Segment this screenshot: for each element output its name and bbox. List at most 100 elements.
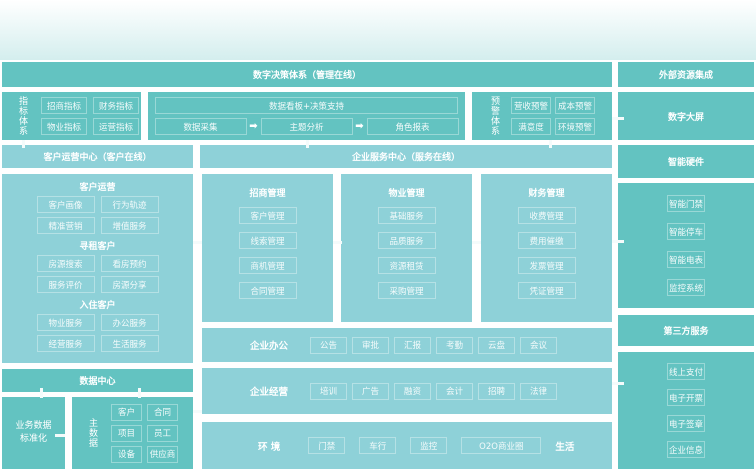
module-chip-list: 基础服务品质服务资源租赁采购管理 (377, 207, 436, 299)
enterprise-center-title: 企业服务中心（服务在线） (351, 153, 460, 163)
office-title: 企业办公 (250, 341, 289, 352)
arrow-up-icon (40, 388, 43, 398)
operation-chip: 培训 (310, 382, 348, 400)
environment-suffix: 生活 (555, 441, 575, 453)
module-finance: 财务管理 收费管理费用催缴发票管理凭证管理 (481, 174, 612, 322)
environment-chip: 车行 (359, 437, 397, 454)
module-chip: 商机管理 (238, 257, 297, 274)
master-data-label: 主数据 (87, 418, 97, 448)
master-data-box: 主数据 客户合同项目员工设备供应商 (72, 397, 193, 469)
operation-chip: 会计 (436, 382, 474, 400)
data-standardization-box: 业务数据标准化 (2, 397, 65, 469)
customer-chip-list: 物业服务办公服务经营服务生活服务 (36, 314, 159, 352)
indicator-chip: 财务指标 (93, 97, 139, 114)
decision-title: 数字决策体系（管理在线） (252, 71, 361, 81)
operation-chip: 广告 (352, 382, 390, 400)
third-party-chip: 线上支付 (667, 363, 705, 380)
module-chip: 基础服务 (377, 207, 436, 224)
module-chip: 采购管理 (377, 282, 436, 299)
module-chip: 客户管理 (238, 207, 297, 224)
hardware-chip: 智能电表 (667, 251, 705, 268)
module-investment: 招商管理 客户管理线索管理商机管理合同管理 (202, 174, 333, 322)
master-data-chip: 设备 (111, 445, 142, 463)
master-data-chip: 员工 (147, 424, 178, 442)
module-chip: 费用催缴 (517, 232, 576, 249)
customer-operations-box: 客户运营 客户画像行为轨迹精准营销增值服务 寻租客户 房源搜索看房预约服务评价房… (2, 174, 193, 363)
group-title: 寻租客户 (79, 242, 116, 252)
module-title: 财务管理 (528, 189, 565, 199)
arrow-up-icon (306, 140, 309, 148)
customer-chip: 房源搜索 (36, 255, 95, 272)
third-party-title: 第三方服务 (663, 327, 709, 337)
office-box: 企业办公 公告审批汇报考勤云盘会议 (202, 328, 612, 362)
operation-chip: 法律 (520, 382, 558, 400)
third-party-header: 第三方服务 (618, 315, 754, 346)
office-chip: 审批 (352, 336, 390, 354)
arrow-right-icon (472, 241, 481, 244)
third-party-chip-list: 线上支付电子开票电子签章企业信息 (667, 363, 705, 458)
external-title: 外部资源集成 (658, 71, 713, 81)
office-chip: 公告 (310, 336, 348, 354)
module-chip: 品质服务 (377, 232, 436, 249)
third-party-chip: 电子签章 (667, 415, 705, 432)
group-title: 入住客户 (79, 301, 116, 311)
warning-chip: 满意度 (511, 118, 551, 135)
master-data-chip: 客户 (111, 403, 142, 421)
header-gradient (0, 0, 756, 60)
third-party-chip: 企业信息 (667, 441, 705, 458)
customer-chip: 行为轨迹 (100, 196, 159, 213)
warning-label: 预警体系 (489, 96, 499, 136)
arrow-up-icon (22, 140, 25, 148)
module-chip-list: 客户管理线索管理商机管理合同管理 (238, 207, 297, 299)
operation-chip: 招聘 (478, 382, 516, 400)
indicator-chip: 招商指标 (41, 97, 87, 114)
customer-chip: 增值服务 (100, 217, 159, 234)
module-chip: 资源租赁 (377, 257, 436, 274)
arrow-left-icon (612, 240, 624, 243)
master-data-chip: 供应商 (147, 445, 178, 463)
arrow-right-icon: ➡ (355, 121, 364, 132)
step-topic-analysis: 主题分析 (260, 118, 353, 135)
customer-chip: 办公服务 (100, 314, 159, 331)
warning-chip-list: 营收预警成本预警满意度环境预警 (511, 97, 595, 135)
module-chip: 发票管理 (517, 257, 576, 274)
arrow-right-icon (333, 241, 342, 244)
hardware-chip: 智能门禁 (667, 195, 705, 212)
master-data-chip: 项目 (111, 424, 142, 442)
arrow-right-icon (193, 410, 202, 413)
environment-chip: 监控 (410, 437, 448, 454)
module-chip: 凭证管理 (517, 282, 576, 299)
module-title: 物业管理 (388, 189, 425, 199)
standardization-label: 业务数据标准化 (15, 421, 52, 444)
operation-chip-list: 培训广告融资会计招聘法律 (310, 382, 558, 400)
customer-chip: 服务评价 (36, 276, 95, 293)
module-chip-list: 收费管理费用催缴发票管理凭证管理 (517, 207, 576, 299)
step-data-collection: 数据采集 (154, 118, 247, 135)
arrow-up-icon (138, 388, 141, 398)
customer-chip: 精准营销 (36, 217, 95, 234)
smart-hardware-header: 智能硬件 (618, 145, 754, 178)
third-party-box: 线上支付电子开票电子签章企业信息 (618, 352, 754, 469)
office-chip-list: 公告审批汇报考勤云盘会议 (310, 336, 558, 354)
customer-center-title: 客户运营中心（客户在线） (43, 153, 152, 163)
master-data-chip: 合同 (147, 403, 178, 421)
warning-chip: 成本预警 (555, 97, 595, 114)
customer-chip-list: 房源搜索看房预约服务评价房源分享 (36, 255, 159, 293)
module-chip: 线索管理 (238, 232, 297, 249)
customer-chip-list: 客户画像行为轨迹精准营销增值服务 (36, 196, 159, 234)
hardware-chip-list: 智能门禁智能停车智能电表监控系统 (667, 195, 705, 296)
digital-screen-box: 数字大屏 (618, 92, 754, 140)
indicator-chip-list: 招商指标财务指标物业指标运营指标 (41, 97, 139, 135)
hardware-chip: 监控系统 (667, 279, 705, 296)
data-center-title: 数据中心 (79, 377, 116, 387)
environment-chip: O2O商业圈 (461, 437, 542, 454)
customer-chip: 物业服务 (36, 314, 95, 331)
arrow-left-icon (612, 117, 624, 120)
module-chip: 收费管理 (517, 207, 576, 224)
indicator-system-box: 指标体系 招商指标财务指标物业指标运营指标 (2, 92, 141, 140)
environment-title: 环 境 (258, 441, 281, 453)
module-title: 招商管理 (249, 189, 286, 199)
arrow-up-icon (549, 140, 552, 148)
